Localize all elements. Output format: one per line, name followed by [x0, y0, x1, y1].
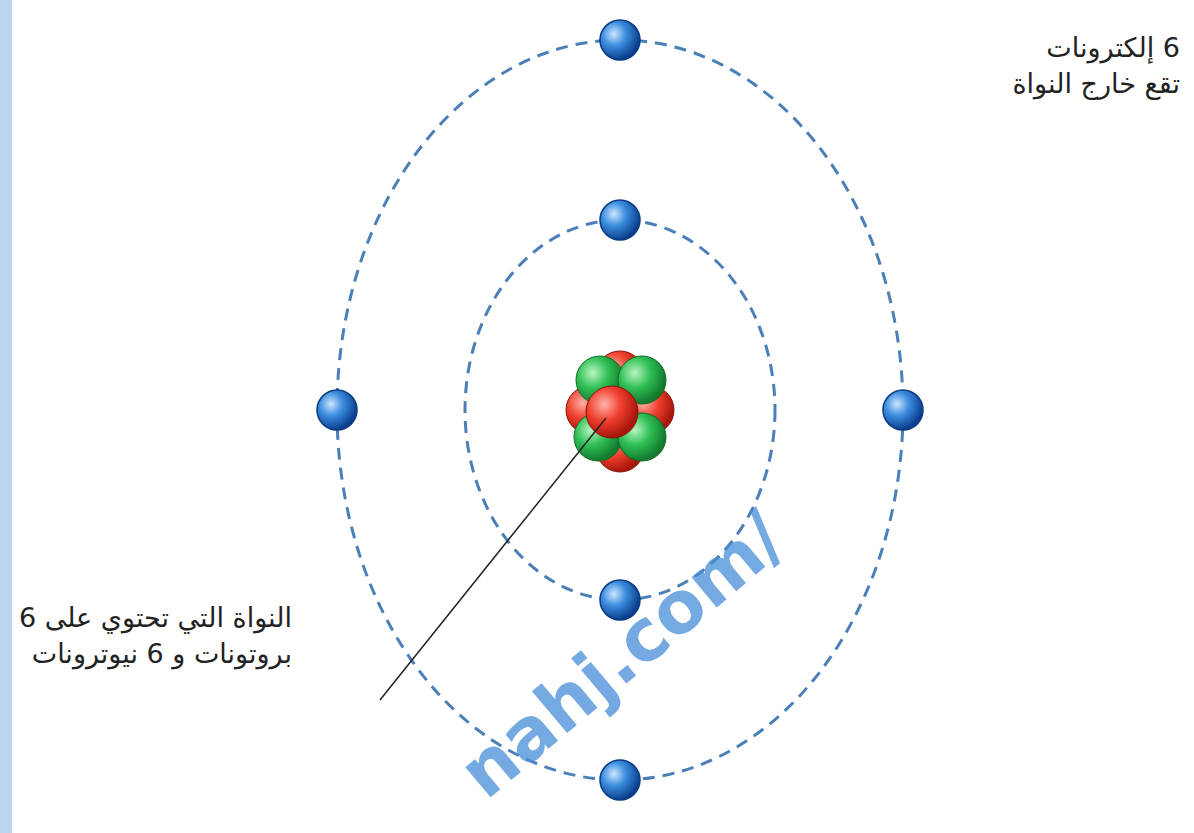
electrons-label: 6 إلكترونات تقع خارج النواة — [1010, 30, 1180, 103]
nucleus-label: النواة التي تحتوي على 6 بروتونات و 6 نيو… — [17, 600, 292, 673]
nucleus — [566, 351, 674, 472]
side-band — [0, 0, 12, 833]
